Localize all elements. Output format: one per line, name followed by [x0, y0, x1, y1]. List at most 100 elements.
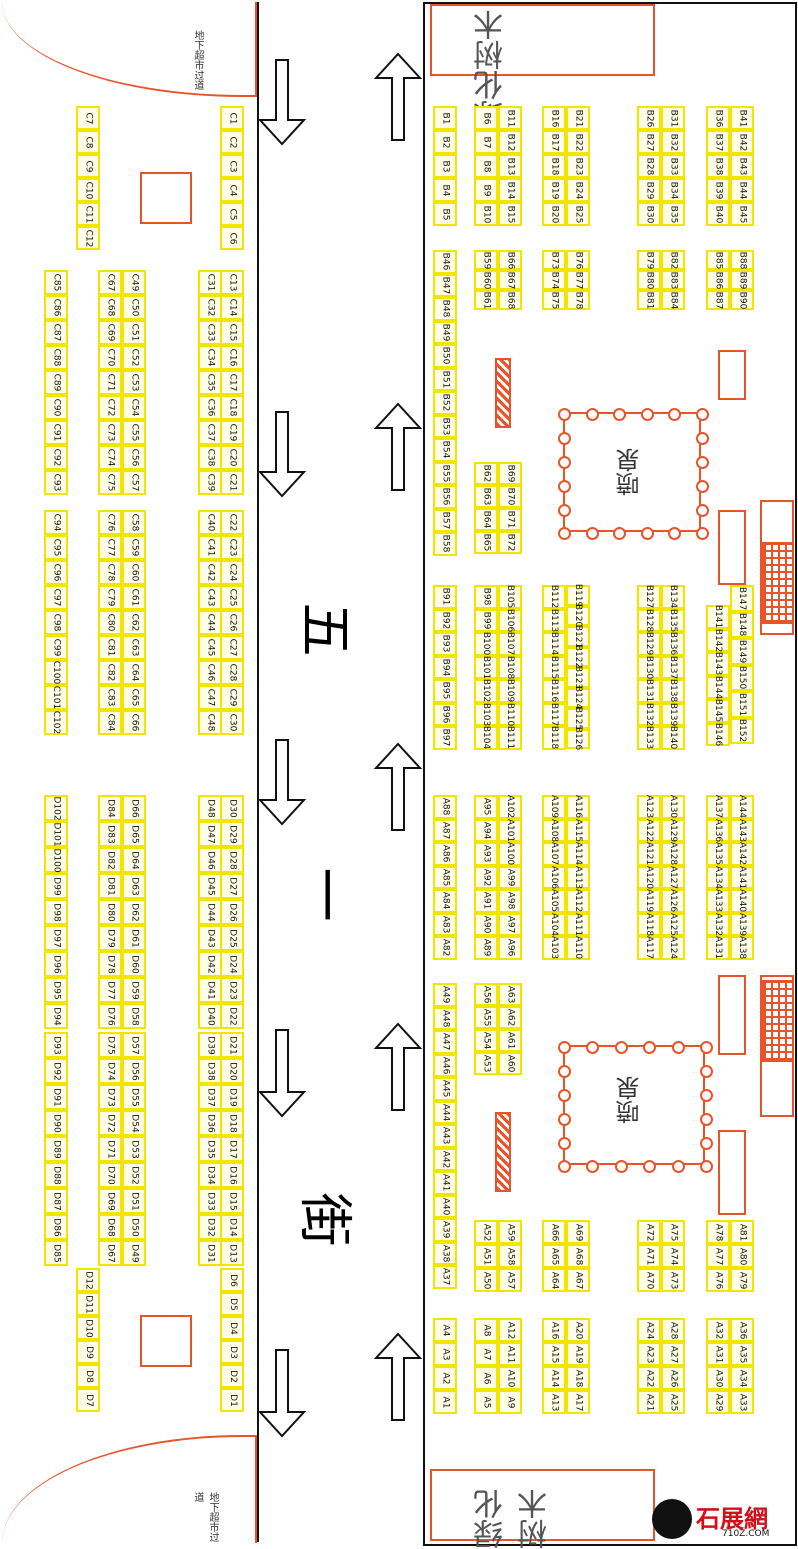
booth[interactable]: A23 [637, 1342, 661, 1366]
booth[interactable]: B49 [433, 320, 457, 344]
booth[interactable]: C57 [122, 470, 146, 495]
booth[interactable]: A41 [433, 1171, 457, 1195]
booth[interactable]: B130 [637, 655, 661, 679]
booth[interactable]: B144 [706, 675, 730, 699]
booth[interactable]: A82 [433, 936, 457, 960]
booth[interactable]: C56 [122, 445, 146, 470]
booth[interactable]: D87 [44, 1188, 68, 1214]
booth[interactable]: A14 [542, 1366, 566, 1390]
booth[interactable]: A28 [661, 1318, 685, 1342]
booth[interactable]: B112 [542, 585, 566, 609]
booth[interactable]: A18 [566, 1366, 590, 1390]
booth[interactable]: A122 [637, 818, 661, 842]
booth[interactable]: B46 [433, 250, 457, 274]
booth[interactable]: B31 [661, 106, 685, 130]
booth[interactable]: B44 [730, 178, 754, 202]
booth[interactable]: A22 [637, 1366, 661, 1390]
booth[interactable]: C32 [198, 295, 222, 320]
booth[interactable]: B56 [433, 485, 457, 509]
booth[interactable]: B17 [542, 130, 566, 154]
booth[interactable]: C73 [98, 420, 122, 445]
booth[interactable]: C15 [220, 320, 244, 345]
booth[interactable]: B68 [498, 290, 522, 310]
booth[interactable]: C83 [98, 685, 122, 710]
booth[interactable]: C51 [122, 320, 146, 345]
booth[interactable]: B8 [474, 154, 498, 178]
booth[interactable]: A75 [661, 1220, 685, 1244]
booth[interactable]: B3 [433, 154, 457, 178]
booth[interactable]: D14 [220, 1214, 244, 1240]
booth[interactable]: B132 [637, 702, 661, 726]
booth[interactable]: D74 [98, 1058, 122, 1084]
booth[interactable]: C58 [122, 510, 146, 535]
booth[interactable]: C6 [220, 226, 244, 250]
booth[interactable]: C79 [98, 585, 122, 610]
booth[interactable]: B77 [566, 270, 590, 290]
booth[interactable]: A91 [474, 889, 498, 913]
booth[interactable]: A113 [566, 865, 590, 889]
booth[interactable]: A80 [730, 1244, 754, 1268]
booth[interactable]: B62 [474, 462, 498, 485]
booth[interactable]: B143 [706, 652, 730, 676]
booth[interactable]: C11 [76, 202, 100, 226]
booth[interactable]: A141 [730, 865, 754, 889]
booth[interactable]: A1 [433, 1390, 457, 1414]
booth[interactable]: A97 [498, 912, 522, 936]
booth[interactable]: A83 [433, 912, 457, 936]
booth[interactable]: C99 [44, 635, 68, 660]
booth[interactable]: B72 [498, 531, 522, 554]
booth[interactable]: B128 [637, 608, 661, 632]
booth[interactable]: C9 [76, 154, 100, 178]
booth[interactable]: A89 [474, 936, 498, 960]
booth[interactable]: B10 [474, 202, 498, 226]
booth[interactable]: D59 [122, 977, 146, 1003]
booth[interactable]: C101 [44, 685, 68, 710]
booth[interactable]: B21 [566, 106, 590, 130]
booth[interactable]: C36 [198, 395, 222, 420]
booth[interactable]: C14 [220, 295, 244, 320]
booth[interactable]: A49 [433, 983, 457, 1007]
booth[interactable]: B75 [542, 290, 566, 310]
booth[interactable]: D11 [76, 1292, 100, 1316]
booth[interactable]: C52 [122, 345, 146, 370]
booth[interactable]: A106 [542, 865, 566, 889]
booth[interactable]: C19 [220, 420, 244, 445]
booth[interactable]: C98 [44, 610, 68, 635]
booth[interactable]: C2 [220, 130, 244, 154]
booth[interactable]: B20 [542, 202, 566, 226]
booth[interactable]: A67 [566, 1268, 590, 1292]
booth[interactable]: A121 [637, 842, 661, 866]
booth[interactable]: B141 [706, 605, 730, 629]
booth[interactable]: B106 [498, 608, 522, 632]
booth[interactable]: B43 [730, 154, 754, 178]
booth[interactable]: D26 [220, 899, 244, 925]
booth[interactable]: C44 [198, 610, 222, 635]
booth[interactable]: B91 [433, 585, 457, 609]
booth[interactable]: D75 [98, 1032, 122, 1058]
booth[interactable]: B27 [637, 130, 661, 154]
booth[interactable]: D81 [98, 873, 122, 899]
booth[interactable]: D45 [198, 873, 222, 899]
booth[interactable]: D44 [198, 899, 222, 925]
booth[interactable]: D37 [198, 1084, 222, 1110]
booth[interactable]: C97 [44, 585, 68, 610]
booth[interactable]: B58 [433, 532, 457, 556]
booth[interactable]: C93 [44, 470, 68, 495]
booth[interactable]: C75 [98, 470, 122, 495]
booth[interactable]: A142 [730, 842, 754, 866]
booth[interactable]: D82 [98, 847, 122, 873]
booth[interactable]: C5 [220, 202, 244, 226]
booth[interactable]: B69 [498, 462, 522, 485]
booth[interactable]: C84 [98, 710, 122, 735]
booth[interactable]: D91 [44, 1084, 68, 1110]
booth[interactable]: B22 [566, 130, 590, 154]
booth[interactable]: A45 [433, 1077, 457, 1101]
booth[interactable]: D100 [44, 847, 68, 873]
booth[interactable]: B6 [474, 106, 498, 130]
booth[interactable]: B66 [498, 250, 522, 270]
booth[interactable]: D53 [122, 1136, 146, 1162]
booth[interactable]: B2 [433, 130, 457, 154]
booth[interactable]: A51 [474, 1244, 498, 1268]
booth[interactable]: B137 [661, 655, 685, 679]
booth[interactable]: B150 [730, 664, 754, 691]
